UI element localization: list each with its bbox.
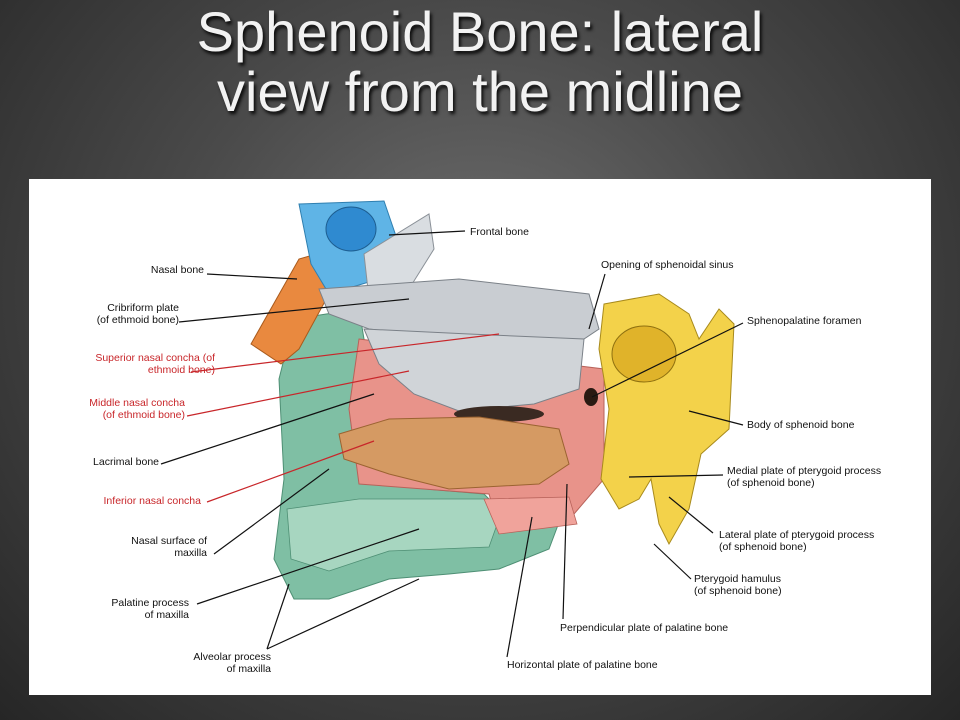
sphenoidal-sinus-shape: [611, 325, 677, 383]
anatomy-illustration: [160, 200, 744, 658]
sphenopalatine-foramen-shape: [584, 388, 598, 406]
label-nasal-surface-maxilla: Nasal surface of maxilla: [131, 535, 207, 559]
highlight-leader-lines: [186, 333, 500, 503]
title-line-2: view from the midline: [217, 60, 743, 123]
label-palatine-process-maxilla-line2: of maxilla: [144, 609, 189, 621]
label-cribriform-plate: Cribriform plate (of ethmoid bone): [97, 302, 179, 326]
label-frontal-bone: Frontal bone: [470, 226, 529, 238]
label-nasal-surface-maxilla-line2: maxilla: [174, 547, 207, 559]
slide-title: Sphenoid Bone: lateral view from the mid…: [0, 2, 960, 122]
sphenoid-bone-shape: [598, 293, 735, 546]
label-superior-nasal-concha-line1: Superior nasal concha (of: [95, 352, 215, 364]
label-palatine-process-maxilla-line1: Palatine process: [111, 597, 189, 609]
label-alveolar-process-maxilla-line2: of maxilla: [226, 663, 271, 675]
label-medial-plate-line1: Medial plate of pterygoid process: [727, 465, 882, 477]
label-middle-nasal-concha-line2: (of ethmoid bone): [102, 409, 185, 421]
label-nasal-bone: Nasal bone: [150, 264, 204, 276]
leader-lines: [160, 230, 744, 658]
label-opening-sphenoidal-sinus: Opening of sphenoidal sinus: [601, 259, 734, 271]
label-cribriform-plate-line2: (of ethmoid bone): [96, 314, 179, 326]
label-sphenopalatine-foramen: Sphenopalatine foramen: [747, 315, 862, 327]
inferior-concha-shape: [338, 416, 570, 490]
label-middle-nasal-concha: Middle nasal concha (of ethmoid bone): [89, 397, 185, 421]
middle-concha-shape: [363, 328, 585, 412]
alveolar-process-shape: [286, 498, 500, 572]
label-cribriform-plate-line1: Cribriform plate: [107, 302, 179, 314]
label-pterygoid-hamulus: Pterygoid hamulus (of sphenoid bone): [694, 573, 782, 597]
label-pterygoid-hamulus-line1: Pterygoid hamulus: [694, 573, 781, 585]
frontal-sinus-shape: [325, 206, 377, 252]
label-perpendicular-plate: Perpendicular plate of palatine bone: [560, 622, 729, 634]
label-horizontal-plate: Horizontal plate of palatine bone: [507, 659, 658, 671]
label-lateral-plate: Lateral plate of pterygoid process (of s…: [719, 529, 874, 553]
label-palatine-process-maxilla: Palatine process of maxilla: [111, 597, 189, 621]
label-superior-nasal-concha-line2: ethmoid bone): [147, 364, 215, 376]
label-medial-plate-line2: (of sphenoid bone): [727, 477, 815, 489]
label-lacrimal-bone: Lacrimal bone: [93, 456, 159, 468]
label-medial-plate: Medial plate of pterygoid process (of sp…: [727, 465, 881, 489]
title-line-1: Sphenoid Bone: lateral: [196, 0, 764, 63]
label-nasal-surface-maxilla-line1: Nasal surface of: [131, 535, 207, 547]
label-body-sphenoid: Body of sphenoid bone: [747, 419, 855, 431]
label-middle-nasal-concha-line1: Middle nasal concha: [89, 397, 185, 409]
label-superior-nasal-concha: Superior nasal concha (of ethmoid bone): [95, 352, 215, 376]
label-lateral-plate-line1: Lateral plate of pterygoid process: [719, 529, 875, 541]
label-alveolar-process-maxilla-line1: Alveolar process: [193, 651, 271, 663]
label-lateral-plate-line2: (of sphenoid bone): [719, 541, 807, 553]
anatomy-figure: Frontal bone Nasal bone Cribriform plate…: [29, 179, 931, 695]
label-alveolar-process-maxilla: Alveolar process of maxilla: [193, 651, 271, 675]
horizontal-plate-shape: [483, 496, 578, 535]
label-pterygoid-hamulus-line2: (of sphenoid bone): [694, 585, 782, 597]
label-inferior-nasal-concha: Inferior nasal concha: [103, 495, 201, 507]
